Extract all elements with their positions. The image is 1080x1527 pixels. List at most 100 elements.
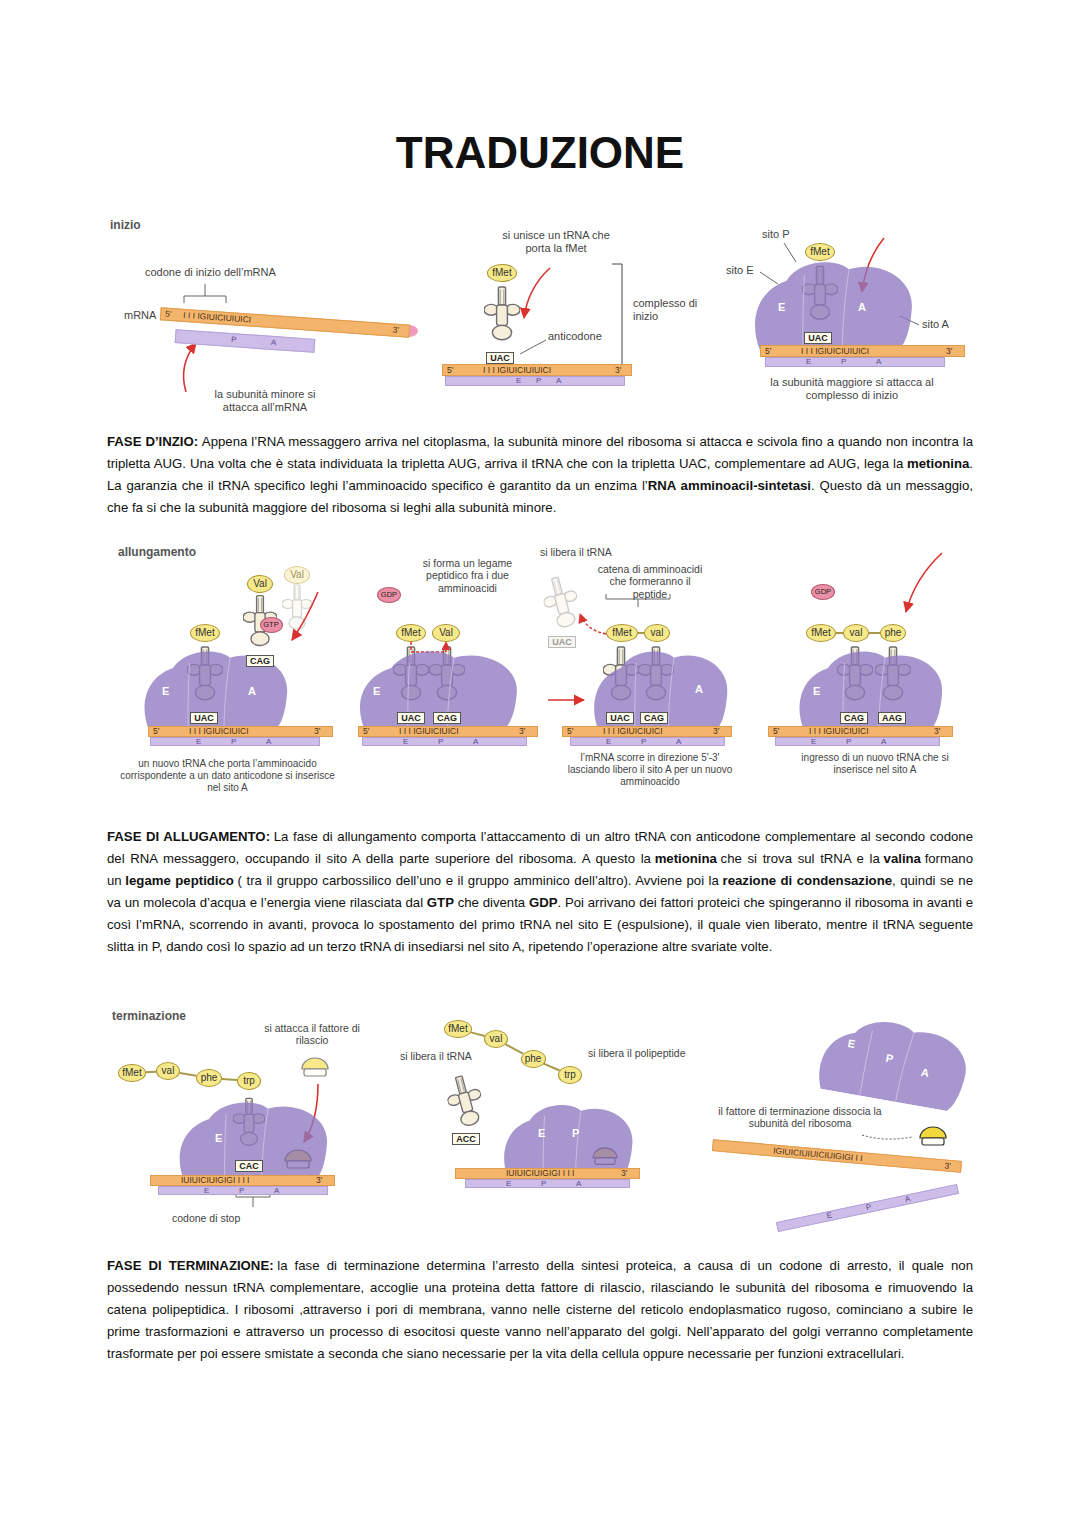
node-text: val <box>490 1034 503 1044</box>
node-text: P <box>231 737 236 746</box>
node-text: P <box>865 1202 872 1213</box>
ribosome: ECAGAAG <box>795 644 945 730</box>
codon-text: 3' <box>946 345 952 357</box>
anticodon-box: CAC <box>235 1160 263 1172</box>
node-text: P <box>536 376 541 386</box>
codon-text: 5' <box>773 726 779 737</box>
codon-bracket <box>184 284 226 303</box>
annotation: complesso di inizio <box>633 297 703 323</box>
paragraph: FASE D’INZIO:Appena l’RNA messaggero arr… <box>107 431 973 519</box>
bracket <box>612 264 622 380</box>
node-text: P <box>846 737 851 746</box>
codon-text: 5' <box>447 364 453 376</box>
ribosome-outline <box>812 1003 976 1113</box>
annotation: anticodone <box>548 330 602 343</box>
node-text: E <box>811 737 816 746</box>
site-divider <box>188 658 230 730</box>
section-heading: terminazione <box>112 1009 186 1023</box>
amino-acid: Val <box>432 624 460 642</box>
codon-text: 5' <box>567 726 573 737</box>
node-text: UAC <box>808 334 828 343</box>
anticodon-box: UAC <box>548 636 576 648</box>
paragraph: FASE DI TERMINAZIONE:la fase di terminaz… <box>107 1255 973 1365</box>
node-text: fMet <box>811 628 830 638</box>
node-text: E <box>778 302 785 313</box>
caption: un nuovo tRNA che porta l’amminoacido co… <box>115 758 340 793</box>
mrna-strand: 5'I I I IGIUICIUICI3' <box>358 726 538 737</box>
amino-acid: val <box>843 624 869 642</box>
small-subunit: EPA <box>445 376 625 386</box>
node-text: val <box>850 628 863 638</box>
peptide-bond <box>544 1064 560 1071</box>
ribosome-body <box>816 1012 972 1114</box>
ribosome: E A UAC <box>750 254 915 350</box>
node-text: UAC <box>552 638 572 647</box>
small-subunit: PA <box>175 329 316 353</box>
annotation: si unisce un tRNA che porta la fMet <box>496 229 616 255</box>
node-text: fMet <box>401 628 420 638</box>
gtp-molecule: GDP <box>811 584 835 600</box>
site-divider <box>860 1025 914 1103</box>
node-text: CAG <box>250 657 270 666</box>
anticodon-box: UAC <box>397 712 425 724</box>
mrna-strand: 5'I I I IGIUICIUIUICI3' <box>760 345 965 357</box>
peptide-bond <box>146 1071 156 1074</box>
annotation: sito E <box>726 264 754 277</box>
release-factor <box>302 1058 328 1076</box>
anticodon-box: UAC <box>606 712 634 724</box>
amino-acid: fMet <box>806 624 836 642</box>
codon-text: I I I IGIUICIUICI <box>399 726 459 737</box>
amino-acid: Val <box>247 575 273 593</box>
ribosome: ECAC <box>175 1095 330 1181</box>
arrow <box>906 553 942 612</box>
node-text: E <box>162 686 169 697</box>
node-text: GTP <box>263 621 278 629</box>
ribosome-body <box>360 651 517 730</box>
gtp-molecule: GDP <box>377 587 401 603</box>
bold-term: reazione di condensazione <box>723 873 893 888</box>
ribosome-outline <box>500 1098 635 1178</box>
annotation: codone di stop <box>172 1212 240 1224</box>
node-text: E <box>826 1211 833 1222</box>
annotation: si libera il polipeptide <box>588 1047 685 1059</box>
annotation: mRNA <box>124 309 156 322</box>
bold-term: metionina <box>907 456 969 471</box>
node-text: E <box>813 686 820 697</box>
annotation: si forma un legame peptidico fra i due a… <box>410 557 525 594</box>
mrna-strand: IUIUICIUIGIGI I I I3' <box>150 1175 335 1186</box>
codon-text: I I I IGIUICIUIUICI <box>801 345 869 357</box>
small-subunit: EPA <box>775 737 940 746</box>
node-text: Val <box>290 570 304 580</box>
amino-acid: val <box>484 1030 508 1048</box>
node-text: UAC <box>490 354 510 363</box>
small-subunit: EPA <box>776 1184 959 1232</box>
node-text: trp <box>564 1070 576 1080</box>
amino-acid: val <box>156 1062 180 1080</box>
node-text: fMet <box>195 628 214 638</box>
codon-text: I I I IGIUICIUIUICI <box>183 309 252 327</box>
mrna-strand: IUIUICIUIGIGI I I I3' <box>455 1168 640 1179</box>
amino-acid: val <box>644 624 670 642</box>
arrow <box>524 268 550 318</box>
codon-text: 3' <box>713 726 719 737</box>
amino-acid-ghost: Val <box>284 566 310 584</box>
amino-acid: fMet <box>487 264 517 282</box>
codon-text: 5' <box>153 726 159 737</box>
codon-text: 3' <box>934 726 940 737</box>
node-text: trp <box>243 1076 255 1086</box>
trna <box>442 1072 488 1129</box>
amino-acid: phe <box>196 1069 222 1087</box>
node-text: UAC <box>610 714 630 723</box>
codon-text: 3' <box>519 726 525 737</box>
annotation: codone di inizio dell’mRNA <box>145 266 276 279</box>
annotation: il fattore di terminazione dissocia la s… <box>700 1105 900 1130</box>
ribosome: EACAGUAC <box>140 644 290 730</box>
node-text: UAC <box>401 714 421 723</box>
node-text: phe <box>885 628 902 638</box>
ribosome-body <box>800 651 943 730</box>
node-text: A <box>876 357 881 367</box>
node-text: A <box>858 302 866 313</box>
node-text: A <box>266 737 271 746</box>
anticodon-box: CAG <box>840 712 868 724</box>
anticodon-box: CAG <box>433 712 461 724</box>
